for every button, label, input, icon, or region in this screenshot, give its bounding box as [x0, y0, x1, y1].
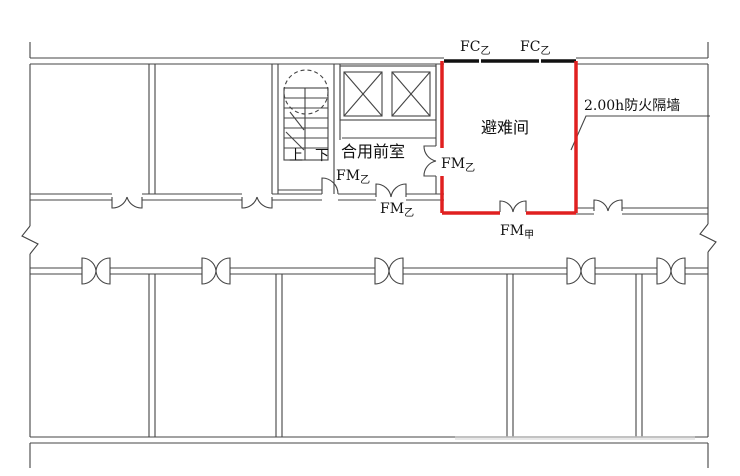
door-lower-1	[81, 257, 111, 285]
elevator-shafts	[339, 65, 437, 121]
fc-label-2: FC乙	[520, 39, 550, 57]
refuge-room-label: 避难间	[481, 118, 529, 137]
refuge-windows	[444, 58, 576, 64]
fm-label-refuge-side: FM乙	[441, 156, 475, 174]
stair-down-label: 下	[315, 148, 329, 164]
door-lower-3	[374, 257, 404, 285]
exterior-wall-bottom	[29, 436, 709, 468]
partitions-top	[148, 64, 437, 194]
fire-wall-leader	[570, 115, 710, 151]
door-upper-right	[593, 199, 623, 212]
partitions-bottom	[148, 274, 643, 437]
door-refuge-side	[423, 145, 437, 177]
exterior-wall-sides	[21, 64, 717, 437]
door-refuge-main	[499, 200, 527, 213]
fm-label-stair: FM乙	[336, 168, 370, 186]
stair-up-label: 上	[289, 148, 303, 164]
door-upper-2	[241, 196, 273, 209]
door-lower-5	[656, 257, 686, 285]
door-stair	[321, 177, 339, 195]
corridor-wall-lower	[30, 267, 708, 275]
fc-label-1: FC乙	[460, 39, 490, 57]
corridor-wall-upper	[30, 193, 708, 215]
scan-artifact	[455, 436, 695, 440]
door-lower-2	[201, 257, 231, 285]
door-lower-4	[566, 257, 596, 285]
refuge-room-wall	[440, 61, 578, 215]
door-upper-1	[111, 196, 143, 209]
fm-label-lobby: FM乙	[380, 201, 414, 219]
door-lobby	[375, 183, 407, 198]
exterior-wall-top	[29, 42, 709, 65]
fire-wall-label: 2.00h防火隔墙	[584, 98, 680, 114]
stair	[283, 69, 329, 161]
shared-lobby-label: 合用前室	[341, 142, 405, 161]
fm-label-refuge-main: FM甲	[500, 223, 534, 241]
